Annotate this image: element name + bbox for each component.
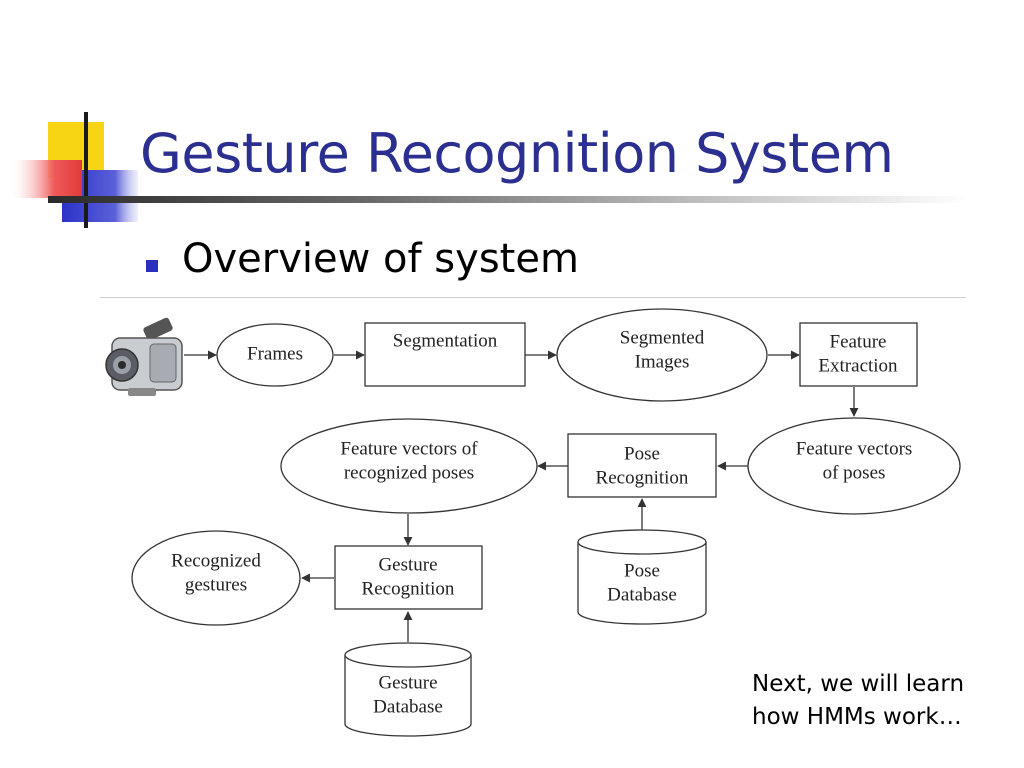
node-recognized-gestures: Recognized gestures (131, 530, 301, 626)
node-feature-vectors-recognized-label-1: Feature vectors of (340, 438, 478, 459)
node-pose-recognition-label-2: Recognition (596, 467, 689, 488)
node-gesture-database-label-1: Gesture (378, 672, 437, 693)
node-feature-vectors-poses-label-2: of poses (823, 462, 886, 483)
node-pose-database-label-2: Database (607, 584, 677, 605)
node-pose-database: Pose Database (577, 529, 707, 625)
node-feature-vectors-poses: Feature vectors of poses (747, 417, 961, 515)
node-feature-extraction: Feature Extraction (799, 322, 918, 387)
next-note-line-1: Next, we will learn (752, 671, 965, 697)
node-recognized-gestures-label-1: Recognized (171, 550, 261, 571)
node-gesture-database: Gesture Database (344, 642, 472, 737)
node-feature-extraction-label-2: Extraction (818, 355, 898, 376)
node-gesture-recognition-label-2: Recognition (362, 578, 455, 599)
bullet-text: Overview of system (182, 236, 579, 282)
node-pose-recognition-label-1: Pose (624, 443, 660, 464)
node-gesture-database-label-2: Database (373, 696, 443, 717)
node-pose-recognition: Pose Recognition (567, 433, 717, 498)
node-feature-extraction-label-1: Feature (830, 331, 887, 352)
node-feature-vectors-recognized-label-2: recognized poses (344, 462, 474, 483)
next-note-line-2: how HMMs work… (752, 704, 962, 730)
title-underline (48, 196, 968, 203)
node-pose-database-label-1: Pose (624, 560, 660, 581)
node-recognized-gestures-label-2: gestures (185, 574, 247, 595)
slide-title: Gesture Recognition System (140, 122, 894, 185)
node-feature-vectors-poses-label-1: Feature vectors (796, 438, 913, 459)
node-segmented-images: Segmented Images (556, 308, 768, 402)
node-gesture-recognition: Gesture Recognition (334, 545, 483, 610)
node-frames: Frames (216, 323, 334, 387)
next-note: Next, we will learn how HMMs work… (752, 668, 964, 734)
video-camera-icon (105, 317, 183, 396)
node-gesture-recognition-label-1: Gesture (378, 554, 437, 575)
node-frames-label: Frames (247, 343, 303, 364)
node-segmentation-label: Segmentation (393, 330, 498, 351)
node-segmented-images-label-1: Segmented (620, 327, 705, 348)
node-feature-vectors-recognized: Feature vectors of recognized poses (280, 418, 538, 514)
content-divider (100, 297, 966, 298)
bullet-marker (146, 260, 158, 272)
node-segmentation: Segmentation (364, 322, 526, 387)
node-segmented-images-label-2: Images (635, 351, 690, 372)
